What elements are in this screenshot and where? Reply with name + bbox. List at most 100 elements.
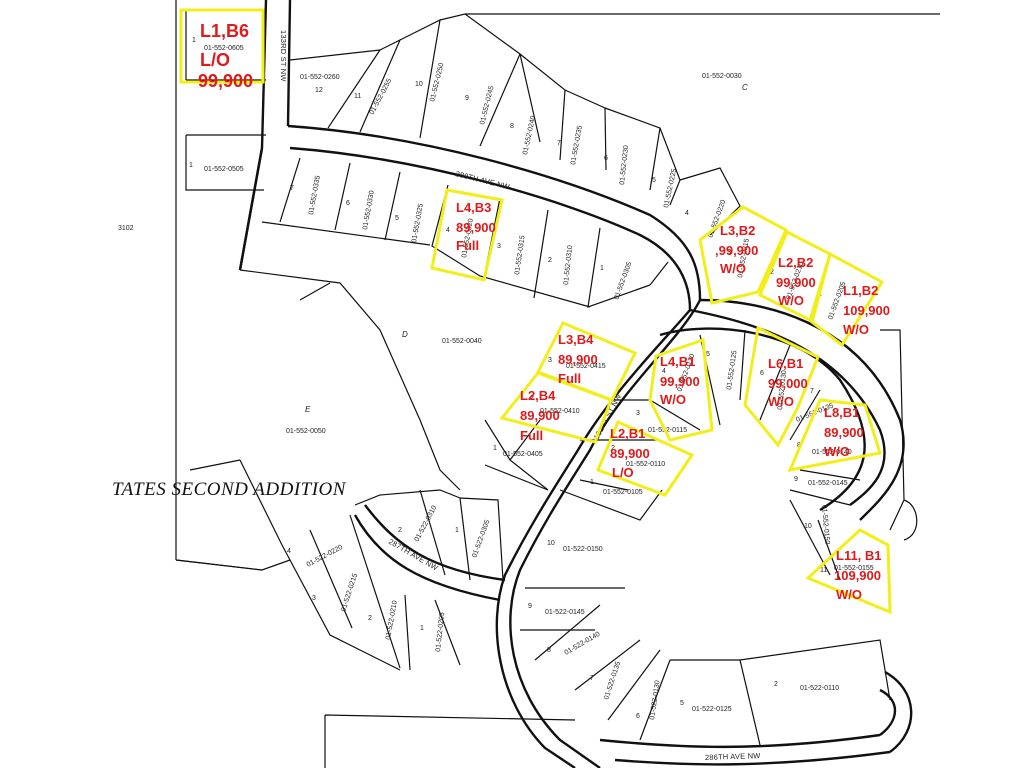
listing-outline-l1-b6 xyxy=(179,8,265,84)
lot-number: 3 xyxy=(312,595,316,602)
listing-lot-block: L3,B4 xyxy=(558,332,594,347)
parcel-id: 01-522-0210 xyxy=(385,600,399,640)
lot-number: 10 xyxy=(804,523,812,530)
parcel-id: 01-552-0030 xyxy=(702,73,742,80)
lot-number: 10 xyxy=(547,540,555,547)
listing-status: Full xyxy=(456,238,479,253)
listing-price: 99,900 xyxy=(776,275,816,290)
addition-title: TATES SECOND ADDITION xyxy=(112,479,347,500)
lot-number: 8 xyxy=(510,123,514,130)
lot-number: 5 xyxy=(652,177,656,184)
lot-number: 1 xyxy=(493,445,497,452)
parcel-id: 01-522-0140 xyxy=(564,631,602,657)
lot-number: 12 xyxy=(315,87,323,94)
street-133rd-st-nw: 133RD ST NW xyxy=(279,30,288,82)
listing-l8-b1: L8,B1 89,900 W/O xyxy=(824,405,864,459)
listing-status: W/O xyxy=(836,587,862,602)
parcel-id: 01-522-0150 xyxy=(563,546,603,553)
parcel-id: 01-552-0115 xyxy=(648,427,687,434)
lot-number: 8 xyxy=(547,647,551,654)
lot-number: 3 xyxy=(548,357,552,364)
listing-status: Full xyxy=(558,371,581,386)
listing-l3-b4: L3,B4 89,900 Full xyxy=(558,332,598,386)
listing-lot-block: L4,B3 xyxy=(456,200,491,215)
parcel-id: 01-522-0305 xyxy=(471,519,491,559)
listing-status: L/O xyxy=(612,465,634,480)
listing-price: 99,000 xyxy=(768,376,808,391)
lot-number: 4 xyxy=(446,227,450,234)
lot-number: 11 xyxy=(820,567,827,574)
lot-number: 3 xyxy=(497,243,501,250)
listing-outlines xyxy=(179,8,892,615)
lot-number: 9 xyxy=(528,603,532,610)
lot-number: 7 xyxy=(810,388,814,395)
lot-number: 2 xyxy=(770,269,774,276)
listing-price: 99,900 xyxy=(198,71,253,91)
parcel-id: 01-552-0150 xyxy=(820,505,830,545)
listing-status: Full xyxy=(520,428,543,443)
street-286th-ave-nw: 286TH AVE NW xyxy=(705,751,762,762)
parcel-id: 01-552-0405 xyxy=(503,451,543,458)
listing-lot-block: L3,B2 xyxy=(720,223,755,238)
listing-status: W/O xyxy=(720,261,746,276)
parcel-id: 01-552-0310 xyxy=(563,245,574,285)
listing-l2-b2: L2,B2 99,900 W/O xyxy=(776,255,816,308)
lot-number: 7 xyxy=(590,675,594,682)
parcel-id: 01-552-0605 xyxy=(204,45,244,52)
parcel-id: 01-552-0240 xyxy=(522,115,537,155)
listing-lot-block: L4,B1 xyxy=(660,354,695,369)
parcel-id: 01-522-0110 xyxy=(800,685,839,692)
listing-price: 89,900 xyxy=(610,446,650,461)
lot-number: 1 xyxy=(192,37,196,44)
lot-number: 6 xyxy=(636,713,640,720)
block-letter-d: D xyxy=(402,330,408,339)
listing-status: W/O xyxy=(778,293,804,308)
listing-outline-l2-b2 xyxy=(758,229,832,323)
lot-number: 9 xyxy=(465,95,469,102)
listing-lot-block: L11, B1 xyxy=(836,548,882,563)
parcel-id: 01-552-0105 xyxy=(603,489,643,496)
parcel-id: 01-522-0215 xyxy=(340,573,359,613)
listing-l2-b4: L2,B4 89,900 Full xyxy=(520,388,560,443)
listing-lot-block: L2,B1 xyxy=(610,426,645,441)
lot-number: 2 xyxy=(368,615,372,622)
lot-number: 11 xyxy=(354,93,361,100)
parcel-id: 01-552-0245 xyxy=(479,85,495,125)
listing-status: W/O xyxy=(660,392,686,407)
listing-outline-l6-b1 xyxy=(743,325,820,448)
lot-number: 10 xyxy=(415,81,423,88)
listing-l6-b1: L6,B1 99,000 W/O xyxy=(768,356,808,409)
lot-number: 2 xyxy=(398,527,402,534)
lot-number: 1 xyxy=(600,265,604,272)
lot-number: 4 xyxy=(287,548,291,555)
lot-number: 1 xyxy=(455,527,459,534)
listing-price: 109,900 xyxy=(843,303,890,318)
lot-number: 6 xyxy=(604,155,608,162)
listing-outline-l4-b1 xyxy=(648,337,714,442)
listing-outline-l1-b2 xyxy=(810,251,885,348)
listing-price: 89,900 xyxy=(558,352,598,367)
listing-outline-l4-b3 xyxy=(430,188,504,282)
lot-number: 3 xyxy=(636,410,640,417)
parcel-id: 01-552-0235 xyxy=(570,125,584,165)
listing-l4-b1: L4,B1 99,900 W/O xyxy=(660,354,700,407)
lot-number: 2 xyxy=(530,395,534,402)
lot-number: 2 xyxy=(611,445,615,452)
listing-lot-block: L1,B6 xyxy=(200,21,249,41)
listing-outline-l3-b2 xyxy=(698,205,788,305)
parcel-id: 01-552-0110 xyxy=(626,461,665,468)
listing-status: W/O xyxy=(768,394,794,409)
edge-label: 3102 xyxy=(118,225,134,232)
listing-status: W/O xyxy=(824,444,850,459)
parcel-id: 01-552-0335 xyxy=(308,175,322,215)
listing-status: W/O xyxy=(843,322,869,337)
listing-lot-block: L2,B4 xyxy=(520,388,556,403)
lot-number: 1 xyxy=(420,625,424,632)
lot-number: 1 xyxy=(590,479,594,486)
street-288th-ave-nw: 288TH AVE NW xyxy=(455,169,512,191)
lot-number: 4 xyxy=(662,368,666,375)
parcel-id: 01-522-0145 xyxy=(545,609,585,616)
listing-lot-block: L1,B2 xyxy=(843,283,878,298)
listing-price: 89,900 xyxy=(520,408,560,423)
